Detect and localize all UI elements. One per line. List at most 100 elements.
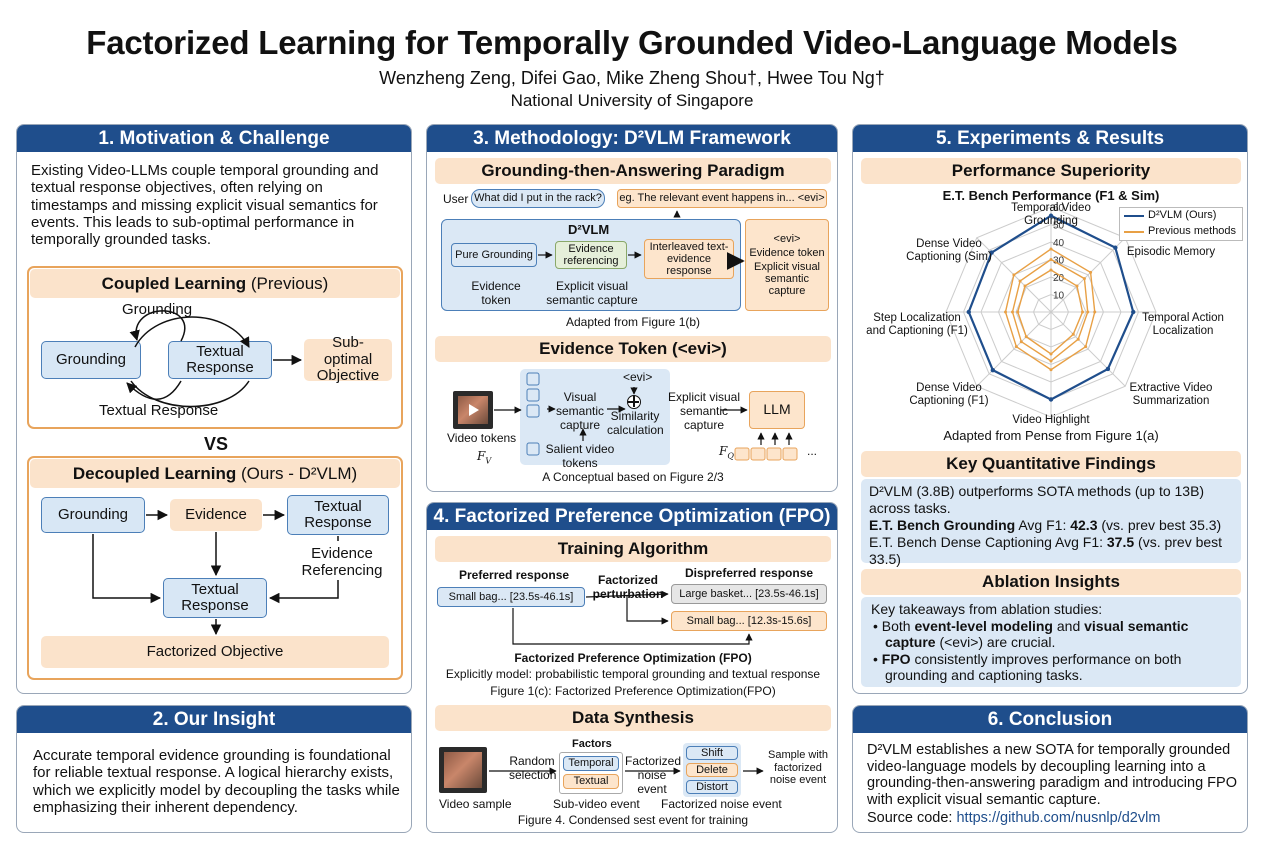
fv-main: F	[477, 449, 486, 463]
finding-3: E.T. Bench Dense Captioning Avg F1: 37.5…	[869, 534, 1233, 568]
coupled-box	[27, 266, 403, 429]
ab1a: Both	[881, 617, 915, 634]
factors-label: Factors	[572, 738, 612, 750]
radar-point	[1014, 345, 1018, 349]
legend-swatch-prev	[1124, 231, 1144, 233]
radar-point	[1081, 310, 1084, 314]
coupled-title-suffix: (Previous)	[246, 274, 329, 293]
radar-point	[1012, 273, 1016, 277]
radar-tick-label: 60	[1053, 203, 1065, 214]
op-shift: Shift	[686, 746, 738, 760]
interleaved-response: Interleaved text-evidence response	[644, 239, 734, 279]
motivation-text: Existing Video-LLMs couple temporal grou…	[31, 162, 379, 248]
radar-caption: Adapted from Pense from Figure 1(a)	[943, 428, 1159, 443]
radar-point	[1071, 332, 1075, 336]
video-tokens-label: Video tokens	[447, 431, 517, 445]
model-answer: eg. The relevant event happens in... <ev…	[617, 189, 827, 208]
decoupled-evidence-box: Evidence	[170, 499, 262, 531]
decoupled-title: Decoupled Learning (Ours - D²VLM)	[30, 459, 400, 488]
legend-prev: Previous methods	[1148, 225, 1237, 237]
panel-methodology: 3. Methodology: D²VLM Framework Groundin…	[426, 124, 838, 492]
evi-side-tag: <evi>	[773, 232, 801, 245]
panel-title: 5. Experiments & Results	[853, 125, 1247, 152]
sample-with-noise: Sample with factorized noise event	[768, 749, 828, 787]
fv-label: FV	[477, 449, 492, 466]
radar-series-line	[1011, 258, 1089, 362]
radar-point	[1048, 213, 1054, 218]
llm-box: LLM	[749, 391, 805, 429]
finding-2-d: (vs. prev best 35.3)	[1097, 517, 1222, 534]
radar-spoke	[1050, 237, 1126, 313]
radar-tick-label: 40	[1053, 238, 1065, 249]
subtitle-paradigm: Grounding-then-Answering Paradigm	[435, 158, 831, 184]
token-column	[520, 369, 670, 465]
decoupled-title-suffix: (Ours - D²VLM)	[236, 464, 358, 483]
evidence-referencing-label: Evidence Referencing	[301, 545, 383, 580]
video-sample-label: Video sample	[439, 797, 512, 811]
panel-title: 6. Conclusion	[853, 706, 1247, 733]
radar-point	[1048, 397, 1054, 402]
user-query: What did I put in the rack?	[471, 189, 605, 208]
query-dots: ...	[807, 444, 818, 458]
github-link[interactable]: https://github.com/nusnlp/d2vlm	[956, 810, 1161, 826]
radar-point	[990, 367, 996, 373]
finding-3-a: E.T. Bench Dense Captioning Avg F1:	[869, 534, 1107, 551]
factor-temporal: Temporal	[563, 756, 619, 771]
caption-fig23: A Conceptual based on Figure 2/3	[542, 470, 724, 484]
legend-swatch-ours	[1124, 215, 1144, 217]
radar-point	[989, 250, 994, 255]
subtitle-evidence-token: Evidence Token (<evi>)	[435, 336, 831, 362]
fv-sub: V	[485, 456, 492, 466]
radar-axis-label: Video Highlight	[1012, 414, 1090, 426]
radar-point	[1089, 270, 1093, 274]
radar-point	[1086, 310, 1090, 314]
radar-point	[1082, 277, 1086, 281]
finding-3-b: 37.5	[1106, 534, 1135, 551]
finding-2-b: Avg F1:	[1015, 517, 1071, 534]
op-distort: Distort	[686, 780, 738, 794]
fpo-label: Factorized Preference Optimization (FPO)	[514, 651, 752, 665]
subtitle-data-synthesis: Data Synthesis	[435, 705, 831, 731]
radar-point	[1131, 309, 1136, 315]
finding-2: E.T. Bench Grounding Avg F1: 42.3 (vs. p…	[869, 517, 1233, 534]
radar-point	[1024, 335, 1028, 339]
coupled-grounding-box: Grounding	[41, 341, 141, 379]
radar-legend: D²VLM (Ours) Previous methods	[1119, 207, 1243, 241]
caption-fig1b: Adapted from Figure 1(b)	[565, 315, 701, 329]
radar-point	[1019, 340, 1023, 344]
institution: National University of Singapore	[510, 91, 754, 110]
preferred-box: Small bag... [23.5s-46.1s]	[437, 587, 585, 607]
coupled-textual-box: Textual Response	[168, 341, 272, 379]
vs-label: VS	[204, 434, 229, 454]
poster-header: Factorized Learning for Temporally Groun…	[0, 0, 1264, 111]
decoupled-textual-top: Textual Response	[287, 495, 389, 535]
radar-point	[1049, 268, 1053, 272]
evi-tag: <evi>	[623, 370, 653, 384]
caption-fig1c: Figure 1(c): Factorized Preference Optim…	[490, 684, 776, 698]
factorized-noise-event-2: Factorized noise event	[661, 797, 782, 811]
factorized-perturbation: Factorized perturbation	[592, 573, 664, 601]
evidence-referencing: Evidence referencing	[555, 241, 627, 269]
radar-point	[1049, 247, 1053, 251]
radar-point	[1011, 310, 1014, 314]
panel3-arrows	[494, 210, 798, 461]
conclusion-text: D²VLM establishes a new SOTA for tempora…	[867, 742, 1237, 809]
ablation-1: • Both event-level modeling and visual s…	[873, 617, 1189, 651]
ablation-intro: Key takeaways from ablation studies:	[871, 601, 1103, 617]
fq-label: FQ	[719, 444, 734, 461]
suboptimal-objective: Sub-optimal Objective	[304, 335, 392, 384]
fpo-explain: Explicitly model: probabilistic temporal…	[445, 667, 821, 681]
radar-point	[1049, 359, 1053, 363]
legend-ours: D²VLM (Ours)	[1148, 209, 1217, 221]
radar-tick-label: 50	[1053, 221, 1065, 232]
panel-fpo: 4. Factorized Preference Optimization (F…	[426, 502, 838, 833]
radar-tick-label: 20	[1053, 273, 1065, 284]
play-icon	[469, 404, 479, 416]
source-code-label: Source code:	[867, 810, 957, 826]
radar-point	[966, 309, 971, 315]
evi-side-box: <evi> Evidence token Explicit visual sem…	[745, 219, 829, 311]
decoupled-box	[27, 456, 403, 680]
